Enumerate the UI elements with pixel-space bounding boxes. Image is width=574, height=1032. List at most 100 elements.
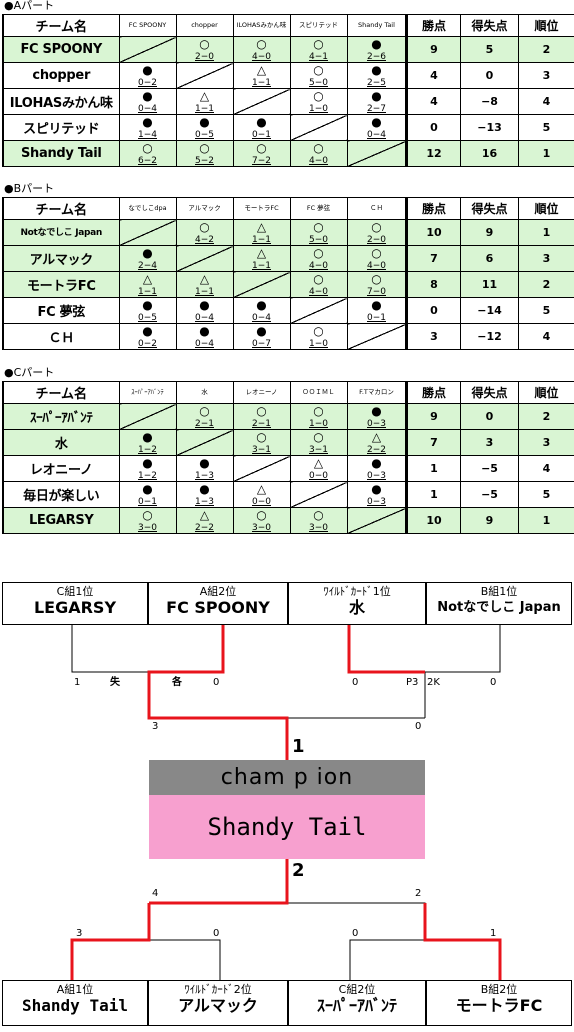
result-score: 2−0 [195,52,214,62]
header-points: 勝点 [406,14,461,37]
winner-line [147,625,289,760]
header-opponent: Shandy Tail [346,14,407,37]
final-score-bottom: 2 [292,860,305,881]
result-score: 4−0 [252,52,271,62]
result-score: 2−6 [367,52,386,62]
team-name: ILOHASみかん味 [2,88,120,115]
result-score: 1−1 [138,287,157,297]
result-score: 0−0 [252,497,271,507]
bracket-bottom-slot-2: ﾜｲﾙﾄﾞｶｰﾄﾞ2位 アルマック [148,980,288,1026]
result-symbol: ● [199,324,210,338]
slot-label: A組2位 [199,585,237,598]
result-symbol: ● [142,324,153,338]
header-rank: 順位 [518,197,574,220]
score: 0 [352,928,359,939]
result-cell: △1−1 [175,88,234,115]
diagonal-cell [232,271,291,298]
result-symbol: ● [199,482,210,496]
goal-diff-cell: −5 [460,455,519,482]
bracket-line [71,625,149,673]
table-row: LEGARSY○3−0△2−2○3−0○3−0 [2,507,407,534]
slot-team: モートラFC [455,996,543,1015]
result-symbol: ● [142,63,153,77]
score: 失 [110,677,120,688]
result-symbol: ○ [199,141,210,155]
result-cell: ●0−3 [346,455,407,482]
result-symbol: △ [313,456,324,470]
score: 0 [213,928,220,939]
team-name: LEGARSY [2,507,120,534]
slot-label: ﾜｲﾙﾄﾞｶｰﾄﾞ2位 [184,983,252,996]
table-row: Notなでしこ Japan○4−2△1−1○5−0○2−0 [2,219,407,246]
slot-team: アルマック [178,996,258,1015]
result-score: 0−3 [367,471,386,481]
result-score: 2−1 [195,419,214,429]
result-symbol: ○ [256,508,267,522]
result-symbol: ● [142,115,153,129]
header-opponent: ILOHASみかん味 [232,14,291,37]
points-cell: 10 [406,219,461,246]
score: 1 [74,677,81,688]
result-symbol: ● [371,37,382,51]
result-cell: △1−1 [232,245,291,272]
result-cell: ●0−4 [175,297,234,324]
header-opponent: アルマック [175,197,234,220]
winner-line [347,625,425,674]
goal-diff-cell: 9 [460,219,519,246]
header-opponent: レオニーノ [232,381,291,404]
result-score: 0−4 [195,339,214,349]
result-score: 1−0 [309,339,328,349]
header-rank: 順位 [518,14,574,37]
rank-cell: 1 [518,507,574,534]
result-symbol: ○ [256,404,267,418]
score: 0 [490,677,497,688]
result-score: 0−4 [252,313,271,323]
team-name: Notなでしこ Japan [2,219,120,246]
result-symbol: ● [142,89,153,103]
result-symbol: △ [199,508,210,522]
result-score: 4−0 [309,261,328,271]
result-score: 2−5 [367,78,386,88]
score: P3 [406,677,419,688]
result-symbol: ○ [199,37,210,51]
diagonal-cell [118,219,177,246]
result-symbol: ○ [256,141,267,155]
team-name: 水 [2,429,120,456]
result-cell: ●2−6 [346,36,407,63]
result-cell: ●0−2 [118,323,177,350]
result-score: 0−3 [367,497,386,507]
score: 1 [490,928,497,939]
result-symbol: △ [371,430,382,444]
result-symbol: △ [199,89,210,103]
result-symbol: ○ [313,404,324,418]
result-score: 2−4 [138,261,157,271]
result-symbol: ● [142,456,153,470]
result-score: 3−1 [309,445,328,455]
result-score: 3−0 [138,523,157,533]
score: 3 [152,721,159,732]
diagonal-cell [232,88,291,115]
result-score: 2−2 [195,523,214,533]
result-cell: ○3−0 [118,507,177,534]
goal-diff-cell: −14 [460,297,519,324]
bracket-bottom-slot-4: B組2位 モートラFC [426,980,572,1026]
result-cell: ○7−0 [346,271,407,298]
result-cell: ○1−0 [289,323,348,350]
result-score: 4−0 [367,261,386,271]
result-score: 0−1 [252,130,271,140]
team-name: FC 夢弦 [2,297,120,324]
slot-team: Notなでしこ Japan [437,600,561,615]
header-opponent: なでしこdpa [118,197,177,220]
slot-team: ｽｰﾊﾟｰｱﾊﾞﾝﾃ [316,996,397,1015]
result-cell: ●0−5 [175,114,234,141]
score: 2K [427,677,440,688]
table-row: Shandy Tail○6−2○5−2○7−2○4−0 [2,140,407,167]
result-score: 1−4 [138,130,157,140]
result-symbol: ○ [371,220,382,234]
